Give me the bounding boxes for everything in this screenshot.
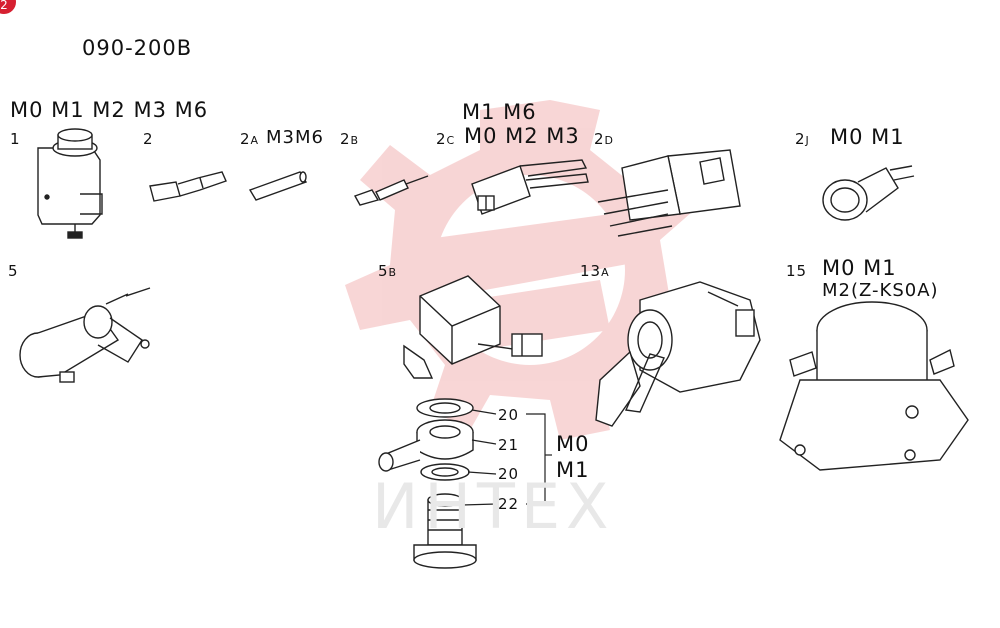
group-label-15a: M0 M1 bbox=[822, 256, 897, 280]
part-label-15: 15 bbox=[786, 262, 808, 280]
part-5b-relay bbox=[403, 275, 543, 379]
part-number: 2 bbox=[594, 130, 605, 148]
bracket-label-m0: M0 bbox=[556, 432, 590, 456]
part-20-washer-upper bbox=[416, 398, 474, 418]
bracket-label-m1: M1 bbox=[556, 458, 590, 482]
part-2d-connector bbox=[597, 149, 741, 237]
part-number: 5 bbox=[378, 262, 389, 280]
part-label-1: 1 bbox=[10, 130, 21, 148]
group-label-2c: M0 M2 M3 bbox=[464, 124, 580, 148]
part-label-2a: 2A bbox=[240, 130, 259, 148]
part-2j-connector bbox=[822, 165, 915, 221]
part-suffix: D bbox=[604, 134, 615, 147]
group-label-2j: M0 M1 bbox=[830, 125, 905, 149]
part-label-20-upper: 20 bbox=[498, 406, 520, 424]
part-label-20-lower: 20 bbox=[498, 465, 520, 483]
part-2a-sleeve bbox=[248, 171, 308, 201]
diagram-code: 090-200B bbox=[82, 36, 193, 60]
part-15-tank bbox=[779, 301, 969, 471]
part-number: 2 bbox=[795, 130, 806, 148]
part-2-terminal bbox=[149, 171, 227, 202]
part-label-2c: 2C bbox=[436, 130, 455, 148]
part-label-21: 21 bbox=[498, 436, 520, 454]
part-number: 2 bbox=[340, 130, 351, 148]
part-suffix: A bbox=[250, 134, 260, 147]
part-22-bolt bbox=[413, 493, 477, 569]
part-21-banjo bbox=[378, 419, 474, 472]
watermark-text: ИНТЕХ bbox=[372, 470, 615, 543]
part-label-2: 2 bbox=[143, 130, 154, 148]
part-suffix: B bbox=[388, 266, 398, 279]
part-5-solenoid bbox=[19, 287, 151, 383]
page-badge: 2 bbox=[0, 0, 16, 14]
part-suffix: J bbox=[805, 134, 810, 147]
part-label-5: 5 bbox=[8, 262, 19, 280]
part-label-5b: 5B bbox=[378, 262, 397, 280]
part-label-2b: 2B bbox=[340, 130, 359, 148]
part-2c-connector bbox=[471, 159, 589, 215]
group-label-2a: M3M6 bbox=[266, 127, 324, 148]
part-13a-ignition-switch bbox=[595, 281, 761, 427]
part-number: 2 bbox=[240, 130, 251, 148]
part-2b-pin bbox=[353, 175, 429, 206]
watermark-logo bbox=[345, 100, 710, 440]
part-suffix: C bbox=[446, 134, 456, 147]
group-label-15b: M2(Z-KS0A) bbox=[822, 280, 939, 301]
part-suffix: A bbox=[601, 266, 610, 279]
part-label-22: 22 bbox=[498, 495, 520, 513]
part-label-2d: 2D bbox=[594, 130, 614, 148]
part-label-13a: 13A bbox=[580, 262, 610, 280]
part-label-2j: 2J bbox=[795, 130, 810, 148]
group-label-2c-top: M1 M6 bbox=[462, 100, 537, 124]
part-suffix: B bbox=[350, 134, 360, 147]
part-number: 2 bbox=[436, 130, 447, 148]
group-label-1: M0 M1 M2 M3 M6 bbox=[10, 98, 209, 122]
part-number: 13 bbox=[580, 262, 602, 280]
part-1-switch bbox=[37, 128, 103, 239]
